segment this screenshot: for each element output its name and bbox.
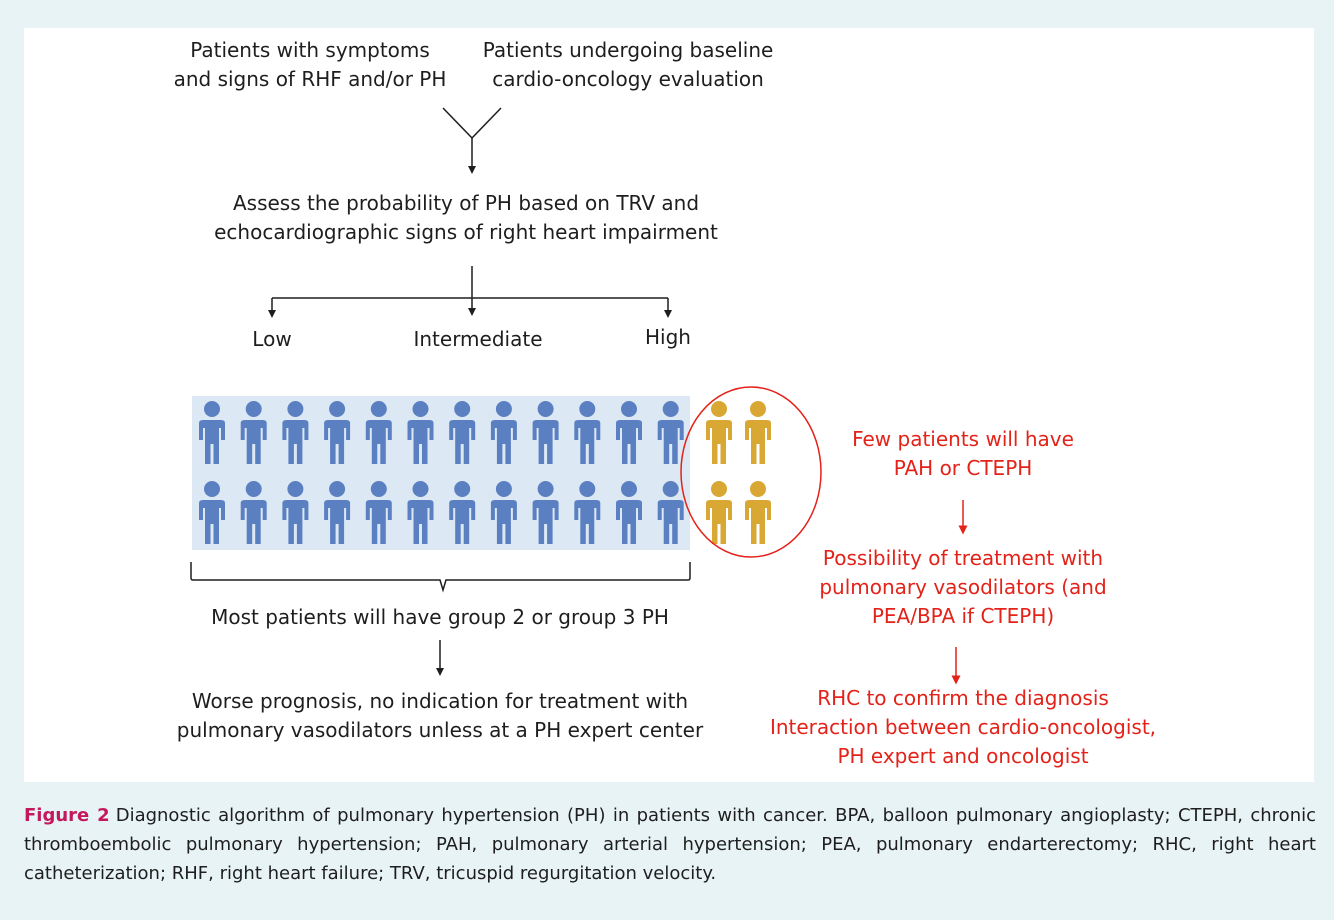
- most-patients-label: Most patients will have group 2 or group…: [211, 605, 669, 629]
- blue-patient-figure: [490, 401, 517, 464]
- assess-line-1: Assess the probability of PH based on TR…: [232, 191, 700, 215]
- blue-patient-figure: [616, 481, 642, 544]
- rhc-confirm-box: RHC to confirm the diagnosis Interaction…: [758, 684, 1168, 771]
- merge-line-left: [442, 107, 473, 139]
- assess-probability-box: Assess the probability of PH based on TR…: [196, 189, 736, 247]
- blue-patient-figure: [574, 481, 601, 544]
- blue-patient-figure: [199, 481, 225, 544]
- blue-patient-figure: [365, 481, 392, 544]
- figures-background: [192, 396, 690, 550]
- input-symptoms-line-2: and signs of RHF and/or PH: [173, 67, 447, 91]
- few-patients-box: Few patients will have PAH or CTEPH: [813, 425, 1113, 483]
- merge-line-right: [471, 107, 502, 139]
- rhc-line-3: PH expert and oncologist: [837, 744, 1089, 768]
- gold-patient-figure: [745, 401, 771, 464]
- few-patients-line-2: PAH or CTEPH: [893, 456, 1033, 480]
- rhc-line-2: Interaction between cardio-oncologist,: [769, 715, 1157, 739]
- prob-low-label: Low: [252, 327, 292, 351]
- input-symptoms: Patients with symptoms and signs of RHF …: [160, 36, 460, 94]
- blue-patient-figure: [574, 401, 601, 464]
- rhc-line-1: RHC to confirm the diagnosis: [817, 686, 1109, 710]
- worse-prognosis-box: Worse prognosis, no indication for treat…: [160, 687, 720, 745]
- blue-patient-figure: [490, 481, 517, 544]
- prob-high-label: High: [645, 325, 691, 349]
- blue-patient-figure: [657, 481, 684, 544]
- input-baseline-line-2: cardio-oncology evaluation: [492, 67, 764, 91]
- worse-prognosis-line-2: pulmonary vasodilators unless at a PH ex…: [176, 718, 704, 742]
- blue-patient-figure: [616, 401, 642, 464]
- figure-label: Figure 2: [24, 805, 110, 826]
- blue-patient-figure: [282, 481, 309, 544]
- possibility-line-3: PEA/BPA if CTEPH): [871, 604, 1055, 628]
- input-symptoms-line-1: Patients with symptoms: [190, 38, 430, 62]
- input-baseline-line-1: Patients undergoing baseline: [482, 38, 774, 62]
- diagram-connectors: [190, 107, 968, 685]
- blue-patient-figure: [449, 401, 476, 464]
- worse-prognosis-line-1: Worse prognosis, no indication for treat…: [191, 689, 689, 713]
- input-baseline-evaluation: Patients undergoing baseline cardio-onco…: [478, 36, 778, 94]
- prob-intermediate-label: Intermediate: [413, 327, 543, 351]
- gold-patient-figure: [706, 481, 732, 544]
- treatment-possibility-box: Possibility of treatment with pulmonary …: [788, 544, 1138, 631]
- highlight-ellipse: [680, 386, 822, 558]
- blue-patient-figure: [407, 401, 434, 464]
- patient-figures: [199, 401, 771, 544]
- blue-patient-figure: [240, 481, 267, 544]
- blue-patient-figure: [199, 401, 225, 464]
- caption-text: Diagnostic algorithm of pulmonary hypert…: [24, 805, 1317, 884]
- blue-patient-figure: [240, 401, 267, 464]
- blue-patient-figure: [282, 401, 309, 464]
- possibility-line-2: pulmonary vasodilators (and: [819, 575, 1107, 599]
- gold-patient-figure: [745, 481, 771, 544]
- group-brace: [190, 562, 691, 593]
- blue-patient-figure: [532, 401, 559, 464]
- gold-patient-figure: [706, 401, 732, 464]
- few-patients-line-1: Few patients will have: [852, 427, 1074, 451]
- blue-patient-figure: [532, 481, 559, 544]
- possibility-line-1: Possibility of treatment with: [822, 546, 1104, 570]
- blue-patient-figure: [365, 401, 392, 464]
- blue-patient-figure: [407, 481, 434, 544]
- blue-patient-figure: [324, 401, 351, 464]
- assess-line-2: echocardiographic signs of right heart i…: [214, 220, 718, 244]
- blue-patient-figure: [324, 481, 351, 544]
- blue-patient-figure: [657, 401, 684, 464]
- blue-patient-figure: [449, 481, 476, 544]
